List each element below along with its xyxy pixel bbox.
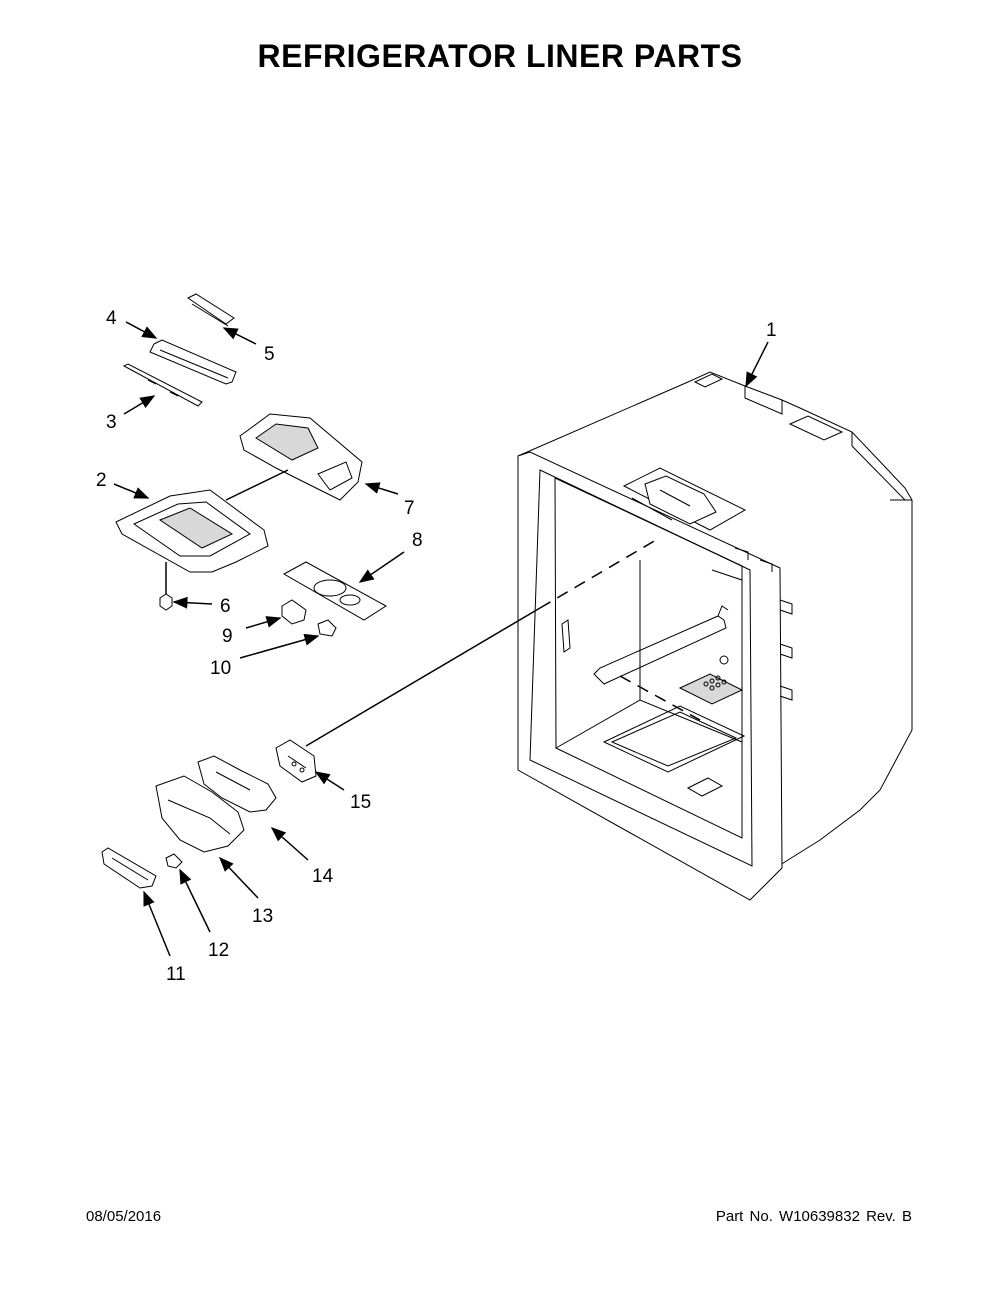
callout-4: 4 (106, 308, 117, 329)
part-2 (115, 489, 269, 573)
callout-7: 7 (404, 498, 415, 519)
footer-part-number: Part No. W10639832 Rev. B (715, 1208, 912, 1225)
callout-9: 9 (222, 626, 233, 647)
callout-15: 15 (350, 792, 371, 813)
part-6 (159, 593, 173, 611)
callout-3: 3 (106, 412, 117, 433)
part-12 (165, 853, 183, 869)
part-3 (122, 363, 203, 407)
footer-date: 08/05/2016 (86, 1208, 162, 1225)
callout-1: 1 (766, 320, 777, 341)
part-8 (282, 561, 387, 621)
callout-11: 11 (166, 964, 186, 985)
part-10 (317, 619, 337, 637)
part-13 (155, 775, 245, 853)
part-9 (281, 599, 307, 625)
callout-labels: 1 2 3 4 5 6 7 8 9 10 11 12 13 14 15 (96, 308, 777, 985)
callout-13: 13 (252, 906, 273, 927)
part-11 (101, 847, 157, 889)
callout-5: 5 (264, 344, 275, 365)
part-15 (275, 739, 317, 783)
leader-lines (113, 321, 769, 957)
part-14 (197, 755, 277, 813)
vent-holes (703, 675, 727, 691)
callout-10: 10 (210, 658, 231, 679)
callout-2: 2 (96, 470, 107, 491)
part-5 (187, 293, 235, 327)
callout-8: 8 (412, 530, 423, 551)
callout-6: 6 (220, 596, 231, 617)
part-4 (149, 339, 237, 385)
page-title: REFRIGERATOR LINER PARTS (257, 38, 743, 74)
callout-12: 12 (208, 940, 229, 961)
callout-14: 14 (312, 866, 334, 887)
liner-part-1 (517, 371, 913, 901)
part-7 (239, 413, 363, 501)
